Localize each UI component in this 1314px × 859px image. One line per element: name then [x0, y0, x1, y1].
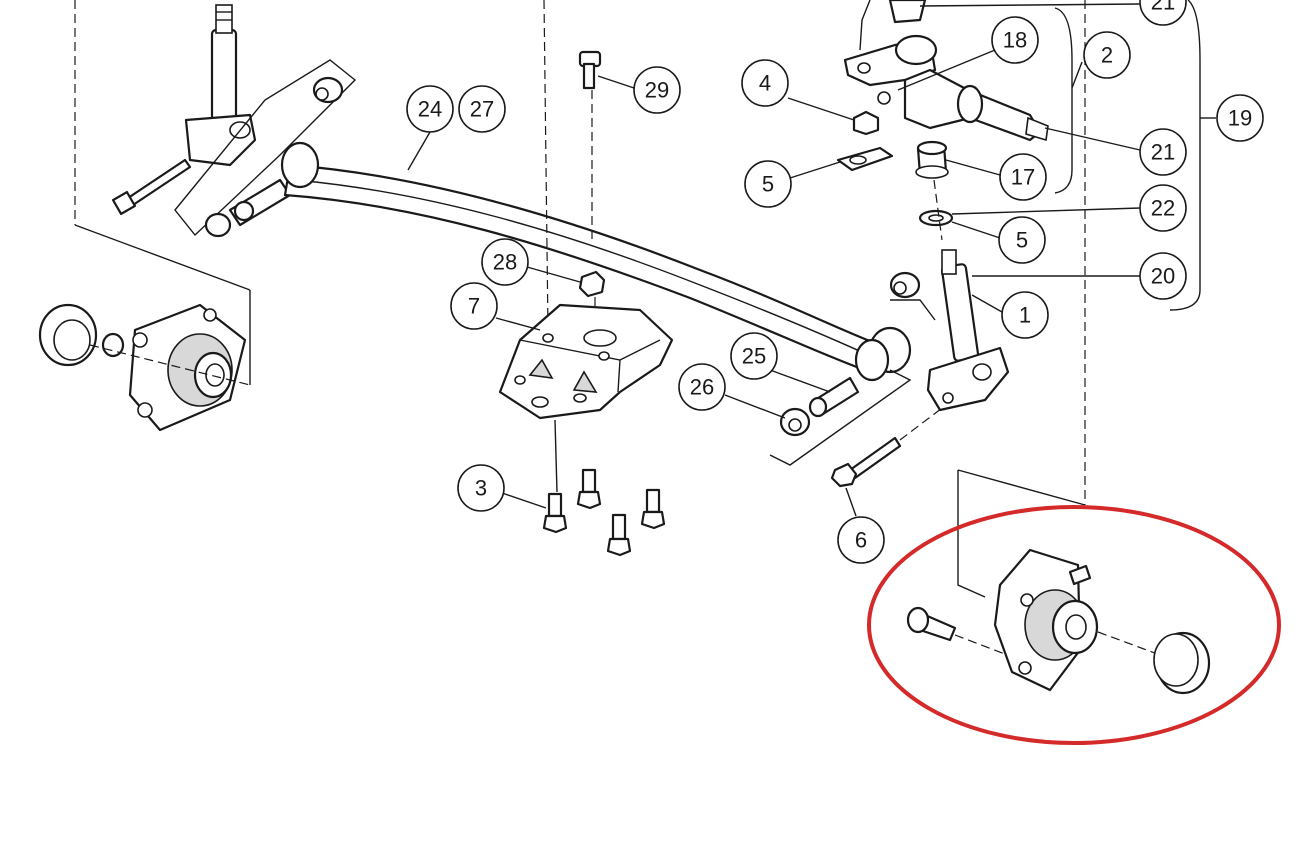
svg-text:20: 20 [1151, 264, 1175, 289]
front-axle-beam [280, 141, 912, 382]
svg-text:3: 3 [475, 476, 487, 501]
left-spindle-assembly [74, 0, 357, 385]
callout-4: 4 [741, 59, 789, 107]
svg-text:28: 28 [493, 250, 517, 275]
callout-25: 25 [730, 332, 778, 380]
callout-22: 22 [1139, 184, 1187, 232]
right-hub-assembly [906, 469, 1211, 695]
bracket-2 [1054, 7, 1073, 194]
svg-text:5: 5 [1016, 228, 1028, 253]
callout-2: 2 [1083, 31, 1131, 79]
callout-19: 19 [1216, 94, 1264, 142]
svg-text:1: 1 [1019, 303, 1031, 328]
screws-3 [542, 468, 666, 557]
callout-7: 7 [450, 282, 498, 330]
svg-text:4: 4 [759, 71, 771, 96]
callout-5-left: 5 [744, 160, 792, 208]
bushing-group-25-26 [769, 369, 912, 466]
red-highlight-ellipse [867, 505, 1281, 745]
callout-21-top: 21 [1139, 0, 1187, 26]
callout-29: 29 [633, 66, 681, 114]
callout-26: 26 [678, 363, 726, 411]
svg-text:2: 2 [1101, 43, 1113, 68]
svg-text:6: 6 [855, 528, 867, 553]
callout-6: 6 [837, 516, 885, 564]
callout-21-mid: 21 [1139, 128, 1187, 176]
callout-5-right: 5 [998, 216, 1046, 264]
pin-axis-line [933, 179, 943, 241]
callout-3: 3 [457, 464, 505, 512]
callout-27: 27 [458, 85, 506, 133]
vertical-bolt-29 [543, 0, 602, 331]
right-spindle-assembly [889, 0, 1086, 505]
svg-text:7: 7 [468, 294, 480, 319]
svg-text:22: 22 [1151, 196, 1175, 221]
left-hub-assembly [38, 303, 251, 432]
callout-24: 24 [406, 85, 454, 133]
svg-text:21: 21 [1151, 0, 1175, 15]
svg-text:25: 25 [742, 344, 766, 369]
svg-text:5: 5 [762, 172, 774, 197]
svg-text:18: 18 [1003, 28, 1027, 53]
nut-4 [852, 110, 880, 136]
svg-text:29: 29 [645, 78, 669, 103]
washer-5-left [836, 146, 894, 172]
callout-17: 17 [999, 153, 1047, 201]
callout-28: 28 [481, 238, 529, 286]
bracket-19 [1169, 0, 1201, 311]
svg-text:17: 17 [1011, 165, 1035, 190]
mounting-bracket-7 [498, 303, 674, 493]
svg-text:21: 21 [1151, 140, 1175, 165]
callout-18: 18 [991, 16, 1039, 64]
steering-knuckle-top [843, 0, 1049, 142]
bolt-6 [830, 401, 951, 488]
svg-text:19: 19 [1228, 106, 1252, 131]
leader-lines [407, 3, 1216, 517]
callout-20: 20 [1139, 252, 1187, 300]
callout-1: 1 [1001, 291, 1049, 339]
svg-text:26: 26 [690, 375, 714, 400]
svg-text:24: 24 [418, 97, 442, 122]
washer-22 [918, 209, 954, 227]
bushing-17 [915, 140, 949, 179]
svg-text:27: 27 [470, 97, 494, 122]
